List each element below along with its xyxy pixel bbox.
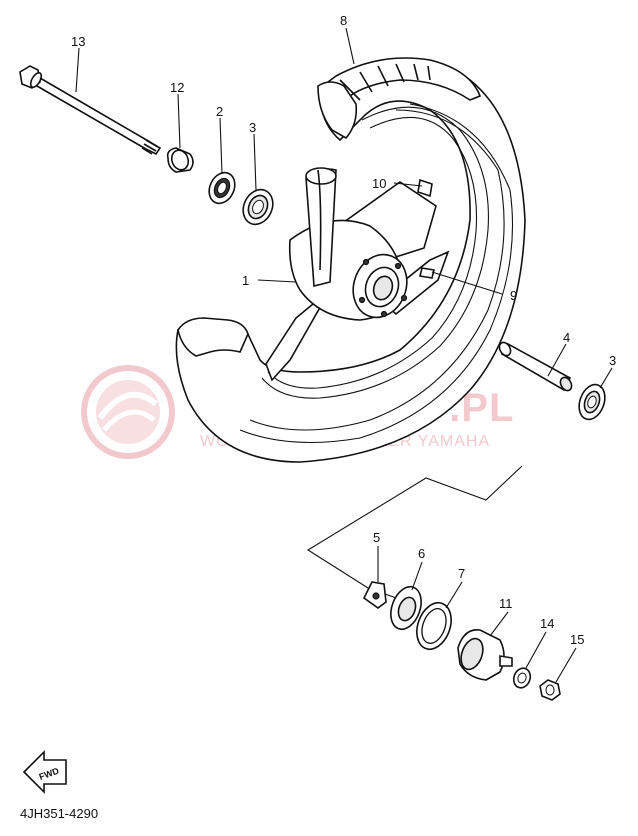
gear-unit xyxy=(457,629,513,681)
callout-1: 1 xyxy=(242,273,249,288)
group-bracket xyxy=(306,465,523,601)
callout-4: 4 xyxy=(563,330,570,345)
o-ring xyxy=(416,601,452,651)
fwd-arrow-icon: FWD xyxy=(22,750,67,794)
nut xyxy=(539,679,561,701)
watermark-logo xyxy=(81,365,175,459)
callout-15: 15 xyxy=(570,632,584,647)
callouts: 13 12 2 3 8 10 1 9 4 3 5 6 7 11 14 15 xyxy=(71,13,616,647)
axle xyxy=(19,65,162,156)
spacer xyxy=(498,341,573,392)
callout-8: 8 xyxy=(340,13,347,28)
callout-10: 10 xyxy=(372,176,386,191)
callout-13: 13 xyxy=(71,34,85,49)
part-code: 4JH351-4290 xyxy=(20,806,98,821)
callout-6: 6 xyxy=(418,546,425,561)
leader-lines xyxy=(75,27,613,683)
callout-9: 9 xyxy=(510,288,517,303)
callout-2: 2 xyxy=(216,104,223,119)
callout-7: 7 xyxy=(458,566,465,581)
callout-12: 12 xyxy=(170,80,184,95)
callout-3-upper: 3 xyxy=(249,120,256,135)
callout-11: 11 xyxy=(499,596,513,611)
callout-3-right: 3 xyxy=(609,353,616,368)
collar xyxy=(166,147,194,173)
callout-5: 5 xyxy=(373,530,380,545)
wheel xyxy=(175,57,526,463)
clip xyxy=(362,581,387,609)
bearing-right xyxy=(578,383,606,421)
oil-seal xyxy=(208,171,236,205)
washer-small xyxy=(512,667,532,689)
callout-14: 14 xyxy=(540,616,554,631)
bearing-upper xyxy=(242,188,274,226)
